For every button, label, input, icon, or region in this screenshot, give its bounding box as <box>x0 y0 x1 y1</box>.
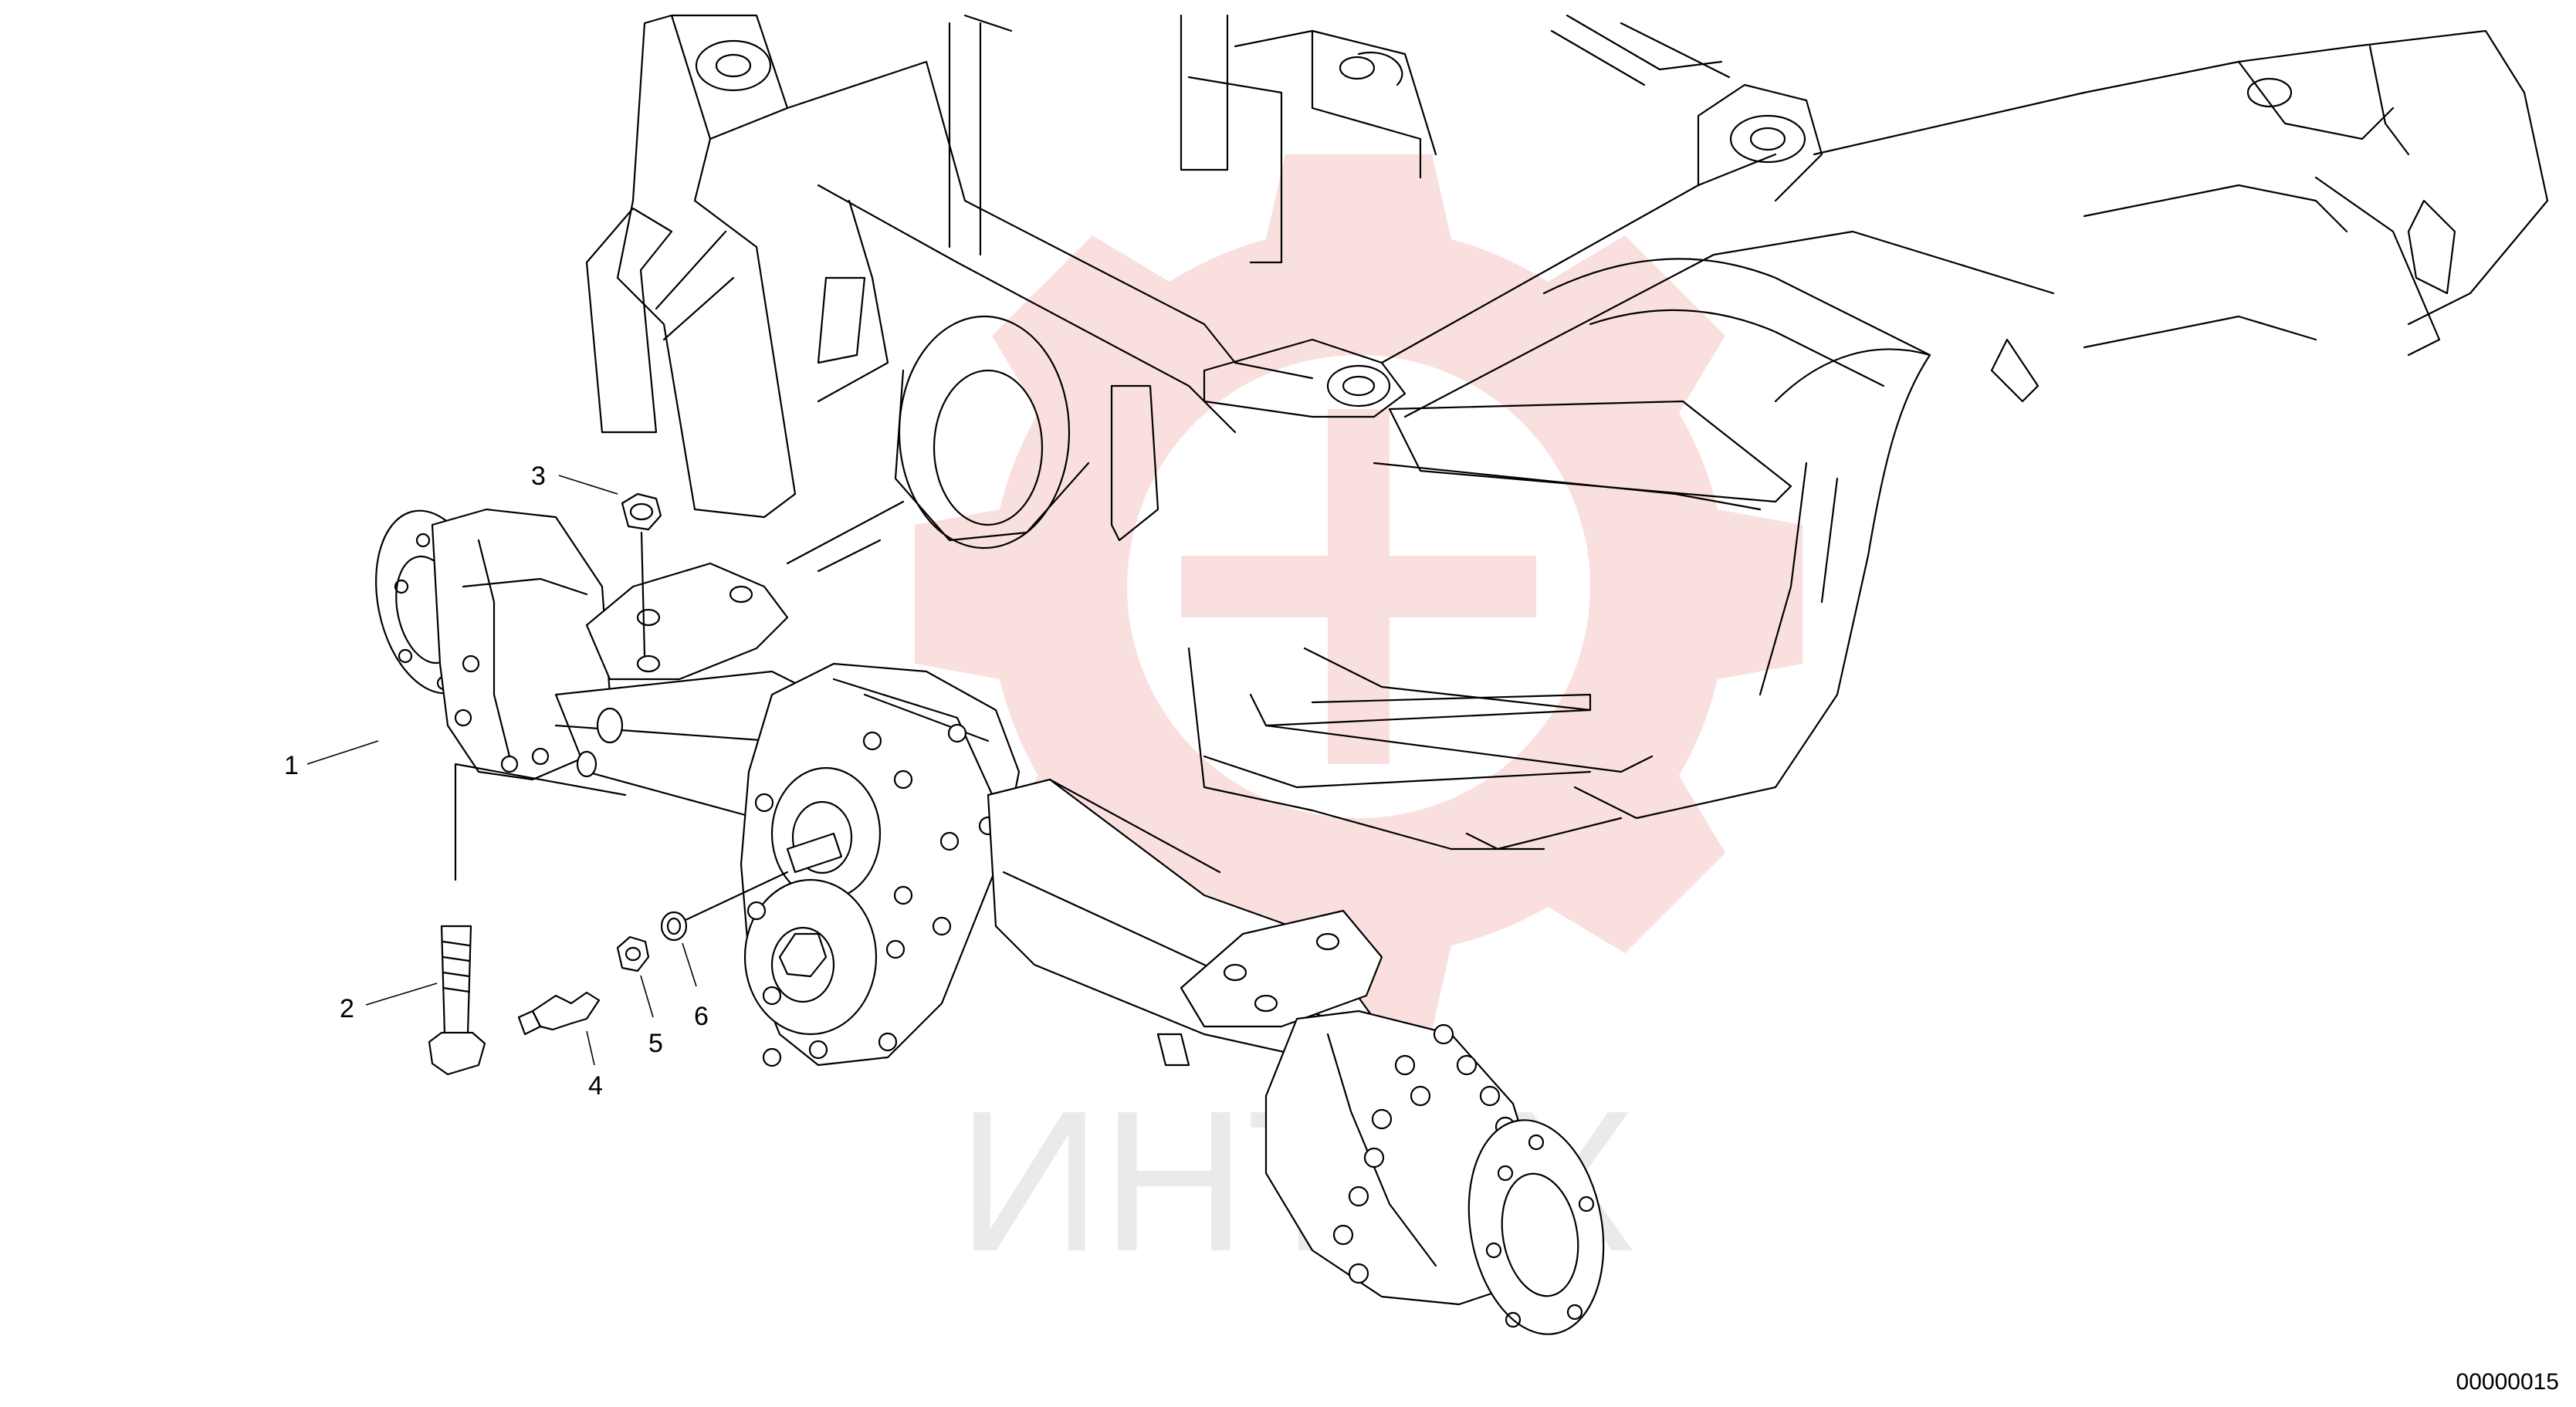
callout-1: 1 <box>284 740 379 780</box>
callout-3: 3 <box>531 462 618 495</box>
callout-number: 4 <box>588 1071 603 1101</box>
callout-number: 3 <box>531 462 546 491</box>
plug <box>616 935 650 972</box>
callout-number: 1 <box>284 751 299 780</box>
callout-number: 2 <box>340 994 354 1023</box>
callout-number: 5 <box>648 1029 663 1058</box>
callout-5: 5 <box>640 975 663 1058</box>
mounting-bolt <box>428 763 627 1076</box>
seal-washer <box>660 871 789 942</box>
watermark-gear-logo <box>915 154 1803 1030</box>
axle-assembly <box>375 508 1605 1335</box>
vehicle-frame <box>585 14 2549 851</box>
callout-number: 6 <box>694 1002 709 1031</box>
document-number: 00000015 <box>2456 1369 2559 1395</box>
differential-bolts <box>746 723 998 1067</box>
callout-6: 6 <box>682 942 709 1031</box>
callout-2: 2 <box>340 983 438 1023</box>
breather-valve <box>517 991 601 1036</box>
callout-4: 4 <box>586 1030 603 1101</box>
nut <box>621 492 662 658</box>
